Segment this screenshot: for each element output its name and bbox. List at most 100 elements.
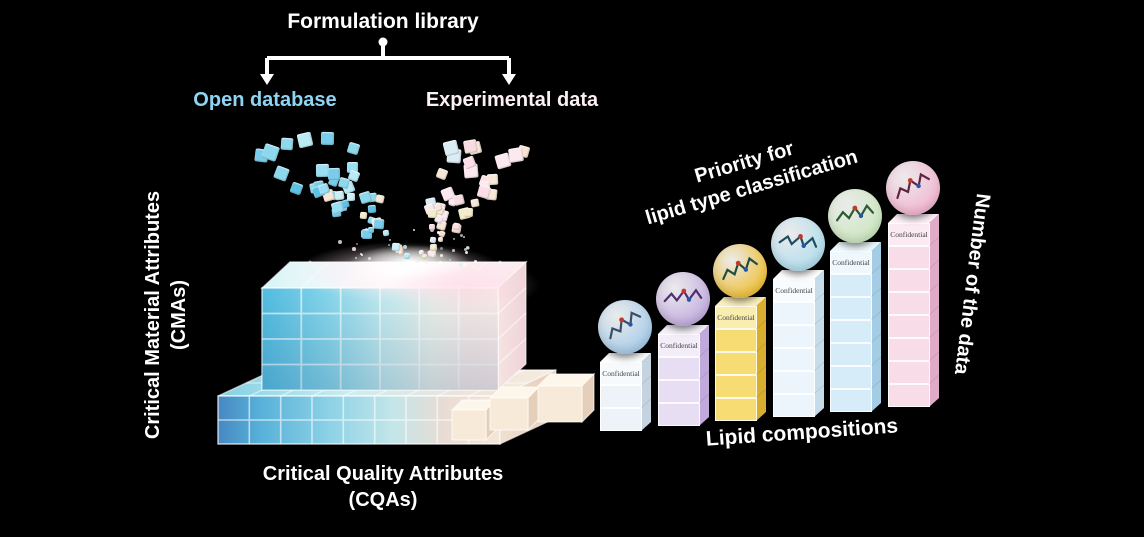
loose-data-box — [488, 385, 541, 432]
impact-dust — [437, 231, 440, 234]
impact-dust — [474, 260, 478, 264]
block-front-face — [773, 348, 815, 371]
confidential-block — [773, 293, 824, 325]
block-front-face — [773, 325, 815, 348]
confidential-label: Confidential — [775, 286, 813, 295]
block-side-face — [814, 316, 824, 348]
block-side-face — [756, 389, 766, 421]
block-front-face — [773, 302, 815, 325]
formulation-library-title: Formulation library — [287, 10, 479, 33]
block-front-face — [715, 352, 757, 375]
cqa-axis-line1: Critical Quality Attributes — [262, 463, 504, 485]
confidential-label: Confidential — [717, 313, 755, 322]
lipid-type-circle-4 — [771, 217, 825, 271]
block-side-face — [929, 352, 939, 384]
impact-glow-core — [350, 245, 470, 279]
block-side-face — [814, 339, 824, 371]
block-side-face — [871, 357, 881, 389]
split-arrow-dot — [378, 37, 388, 47]
block-side-face — [756, 343, 766, 375]
block-side-face — [871, 380, 881, 412]
molecule-icon — [663, 288, 703, 303]
block-side-face — [814, 362, 824, 394]
impact-dust — [464, 248, 467, 251]
confidential-block — [888, 283, 939, 315]
block-front-face — [658, 380, 700, 403]
cube-front-shade — [262, 288, 498, 390]
molecule-icon — [722, 256, 758, 281]
confidential-block — [773, 362, 824, 394]
cma-axis-line2: (CMAs) — [168, 280, 190, 350]
impact-dust — [439, 261, 443, 265]
impact-dust — [365, 228, 369, 232]
confidential-block — [773, 339, 824, 371]
impact-dust — [472, 265, 476, 269]
block-front-face — [658, 403, 700, 426]
confidential-label: Confidential — [832, 258, 870, 267]
molecule-icon — [778, 233, 818, 249]
impact-dust — [465, 251, 469, 255]
impact-dust — [403, 245, 407, 249]
confidential-block — [773, 385, 824, 417]
confidential-block: Confidential — [658, 325, 709, 357]
experimental-data-label: Experimental data — [425, 89, 599, 111]
block-side-face — [641, 399, 651, 431]
molecule-icon — [835, 203, 875, 222]
block-front-face — [715, 329, 757, 352]
confidential-label: Confidential — [660, 341, 698, 350]
data-bar-lipid-type-1: Confidential — [600, 353, 651, 431]
impact-dust — [463, 236, 465, 238]
confidential-block — [830, 380, 881, 412]
confidential-block — [658, 348, 709, 380]
cqa-axis-label: Critical Quality Attributes (CQAs) — [233, 461, 533, 513]
block-front-face — [888, 338, 930, 361]
impact-dust — [452, 249, 455, 252]
impact-dust — [388, 244, 390, 246]
impact-dust — [368, 257, 371, 260]
confidential-block — [888, 375, 939, 407]
split-arrow-lines — [265, 44, 511, 76]
data-bar-lipid-type-4: Confidential — [773, 270, 824, 417]
block-front-face — [888, 361, 930, 384]
impact-dust — [352, 247, 356, 251]
block-front-face — [888, 246, 930, 269]
confidential-block — [715, 343, 766, 375]
molecule-icon — [609, 311, 642, 340]
block-side-face — [871, 242, 881, 274]
data-bar-lipid-type-6: Confidential — [888, 214, 939, 407]
block-top-face — [600, 353, 651, 362]
block-side-face — [929, 214, 939, 246]
block-front-face — [888, 292, 930, 315]
block-side-face — [699, 371, 709, 403]
confidential-block — [715, 389, 766, 421]
block-front-face — [830, 366, 872, 389]
block-side-face — [929, 329, 939, 361]
falling-cube — [362, 229, 372, 239]
block-side-face — [814, 270, 824, 302]
falling-cube — [429, 250, 436, 257]
lipid-type-circle-5 — [828, 189, 882, 243]
block-front-face — [888, 269, 930, 292]
block-side-face — [756, 366, 766, 398]
block-side-face — [641, 353, 651, 385]
lipid-type-circle-2 — [656, 272, 710, 326]
block-front-face — [715, 375, 757, 398]
block-side-face — [929, 375, 939, 407]
block-side-face — [756, 320, 766, 352]
confidential-block — [773, 316, 824, 348]
block-front-face: Confidential — [600, 362, 642, 385]
block-side-face — [929, 283, 939, 315]
block-side-face — [871, 265, 881, 297]
confidential-block — [830, 357, 881, 389]
impact-dust — [355, 257, 357, 259]
block-front-face — [830, 274, 872, 297]
impact-dust — [460, 234, 463, 237]
confidential-block — [830, 311, 881, 343]
block-top-face — [715, 297, 766, 306]
impact-dust — [453, 238, 455, 240]
block-side-face — [699, 348, 709, 380]
impact-dust — [360, 253, 362, 255]
